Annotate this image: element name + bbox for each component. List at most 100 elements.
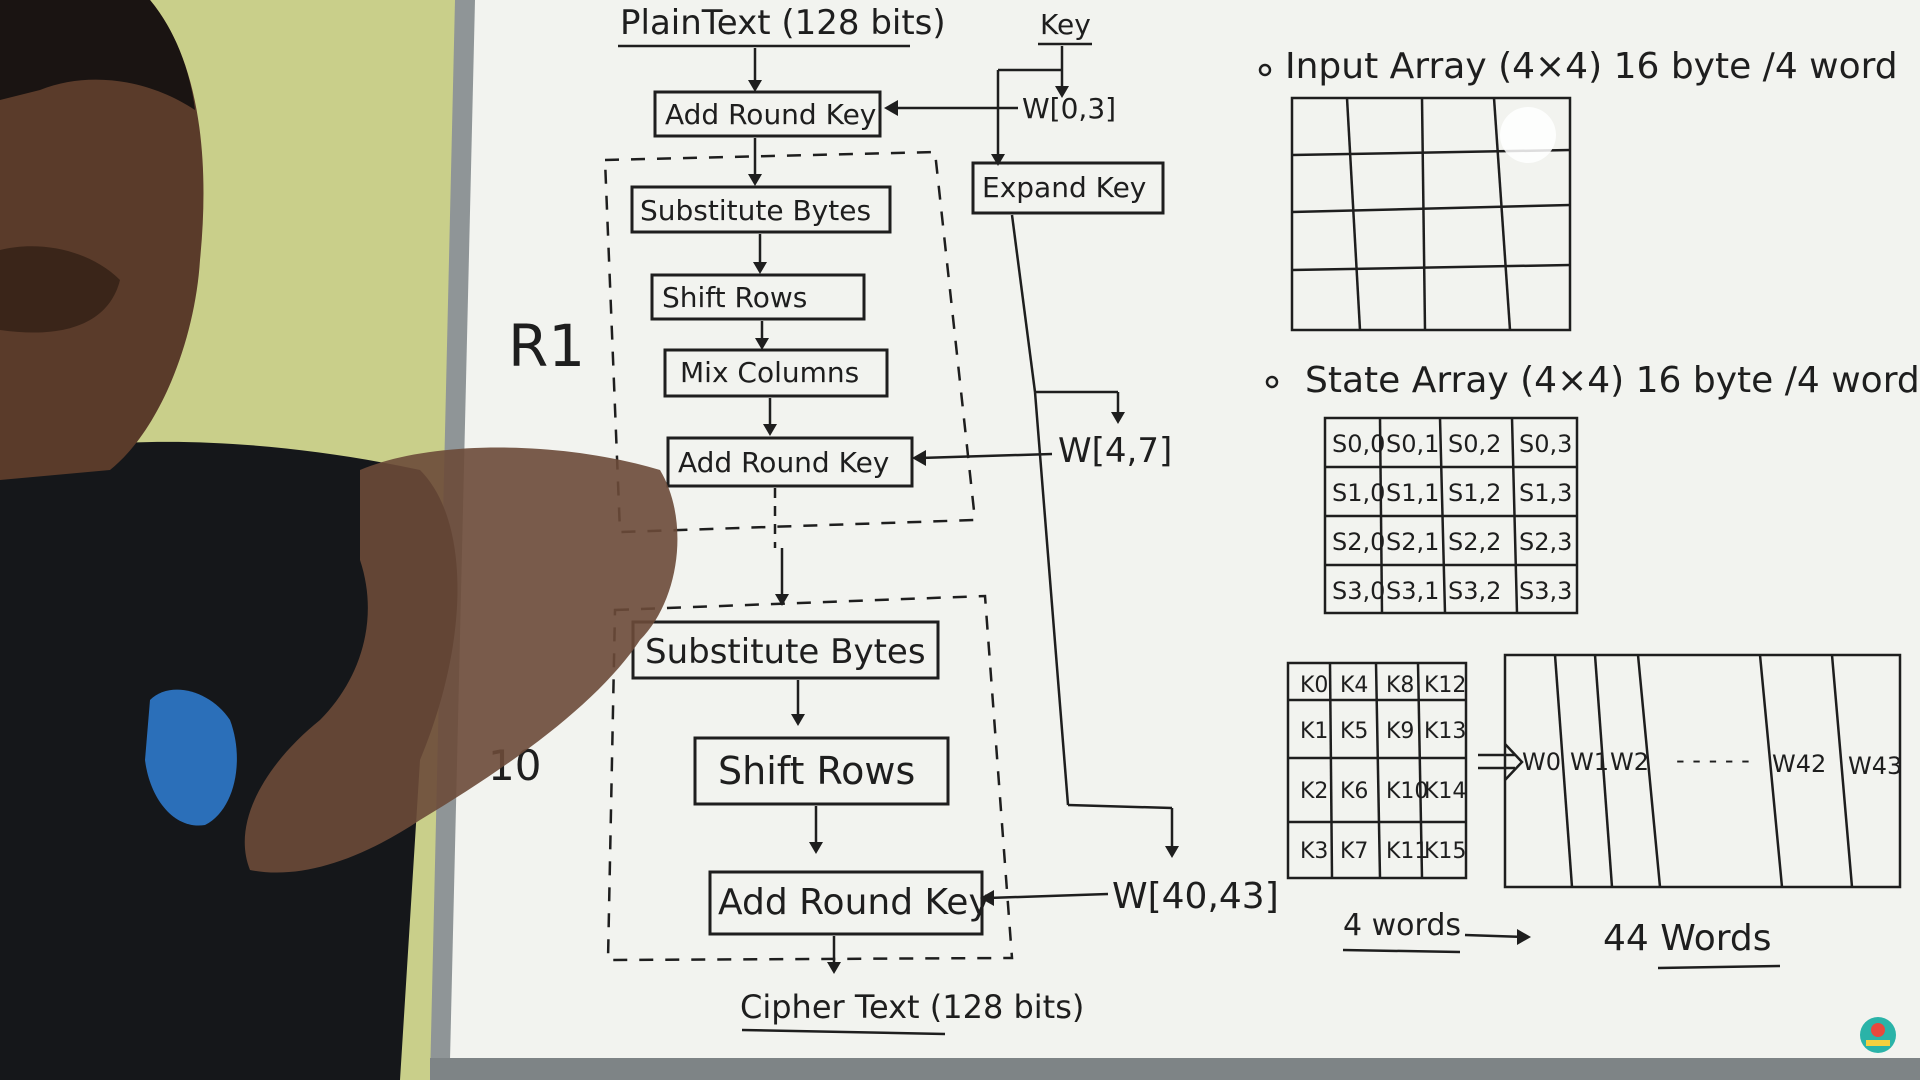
word-label: W0 [1522,748,1561,776]
key-label: Key [1040,8,1091,41]
forty-four-words-label: 44 Words [1603,918,1772,959]
ciphertext-underline [741,1028,946,1036]
arrowhead [755,338,769,350]
key-cell: K12 [1424,673,1466,698]
w-0-3-label: W[0,3] [1022,92,1116,125]
key-cell: K14 [1424,779,1466,804]
arrow-words [1464,933,1526,939]
round-label-r1: R1 [508,312,585,380]
key-cell: K4 [1340,673,1368,698]
input-array-label: Input Array (4×4) 16 byte /4 word [1285,46,1898,87]
state-cell: S3,0 [1332,577,1385,605]
expand-key-trunk-2 [1033,391,1070,806]
add-round-key-box-1 [653,90,882,138]
state-cell: S2,3 [1519,528,1572,556]
word-label: W42 [1772,750,1826,778]
arrowhead [1111,412,1125,424]
presenter-hand-blur [244,447,678,873]
key-cell: K10 [1386,779,1428,804]
state-cell: S2,0 [1332,528,1385,556]
state-array-label: State Array (4×4) 16 byte /4 word [1305,360,1920,401]
state-cell: S3,3 [1519,577,1572,605]
arrowhead [991,154,1005,166]
mix-columns-label: Mix Columns [680,356,859,389]
arrowhead [884,100,898,116]
branch-w40-43 [1067,803,1173,810]
key-cell: K1 [1300,719,1328,744]
word-label: W43 [1848,752,1902,780]
state-cell: S0,2 [1448,430,1501,458]
channel-watermark-icon [1860,1017,1896,1053]
arrowhead [1055,86,1069,98]
plaintext-label: PlainText (128 bits) [620,3,946,43]
double-arrow [1478,743,1524,781]
state-cell: S2,2 [1448,528,1501,556]
bullet-dot [1258,63,1272,77]
bullet-dot [1265,375,1279,389]
forty-four-words-underline [1657,964,1781,970]
state-cell: S3,1 [1386,577,1439,605]
shift-rows-label-2: Shift Rows [718,749,915,793]
key-cell: K13 [1424,719,1466,744]
key-cell: K6 [1340,779,1368,804]
four-words-underline [1342,948,1461,954]
substitute-bytes-box-1 [630,185,892,234]
state-cell: S1,1 [1386,479,1439,507]
key-cell: K7 [1340,839,1368,864]
expand-key-trunk-1 [1010,214,1037,393]
key-cell: K15 [1424,839,1466,864]
key-matrix-grid [1286,661,1468,880]
substitute-bytes-box-2 [631,620,940,680]
board-tray [430,1058,1920,1080]
word-label: W2 [1610,748,1649,776]
state-cell: S0,3 [1519,430,1572,458]
presenter-beard [0,246,120,333]
shift-rows-box-1 [650,273,866,321]
w-4-7-label: W[4,7] [1058,431,1172,471]
round-1-dashed-boundary [603,150,977,534]
state-cell: S2,1 [1386,528,1439,556]
state-cell: S0,0 [1332,430,1385,458]
key-cell: K2 [1300,779,1328,804]
arrowhead [791,714,805,726]
state-cell: S3,2 [1448,577,1501,605]
light-glare [1500,107,1556,163]
ciphertext-label: Cipher Text (128 bits) [740,988,1084,1026]
state-array-grid [1323,416,1579,615]
presenter-hair [0,0,195,110]
arrowhead [748,174,762,186]
arrowhead [1517,929,1531,945]
shift-rows-label-1: Shift Rows [662,281,807,314]
key-cell: K0 [1300,673,1328,698]
words-array-grid [1503,653,1902,889]
state-cell: S0,1 [1386,430,1439,458]
arrowhead [809,842,823,854]
arrowhead [753,262,767,274]
key-cell: K5 [1340,719,1368,744]
key-cell: K3 [1300,839,1328,864]
add-round-key-label-1: Add Round Key [665,98,876,131]
state-cell: S1,0 [1332,479,1385,507]
arrowhead [912,450,926,466]
arrowhead [1165,846,1179,858]
add-round-key-label-2: Add Round Key [678,446,889,479]
expand-key-label: Expand Key [982,171,1146,204]
word-label: - - - - - [1676,746,1750,774]
four-words-label: 4 words [1343,908,1461,943]
input-array-grid [1290,96,1572,332]
key-cell: K9 [1386,719,1414,744]
add-round-key-box-3 [708,870,984,936]
add-round-key-label-3: Add Round Key [718,882,990,923]
arrow-w4-7 [919,452,1053,460]
shift-rows-box-2 [693,736,950,806]
arrowhead [763,424,777,436]
shirt-logo [145,689,237,826]
word-label: W1 [1570,748,1609,776]
arrow-w40-43 [987,892,1109,900]
round-10-dashed-boundary [606,594,1014,962]
arrowhead [748,80,762,92]
key-cell: K8 [1386,673,1414,698]
key-cells: K0 K4 K8 K12 K1 K5 K9 K13 K2 K6 K10 K14 … [1300,673,1466,864]
